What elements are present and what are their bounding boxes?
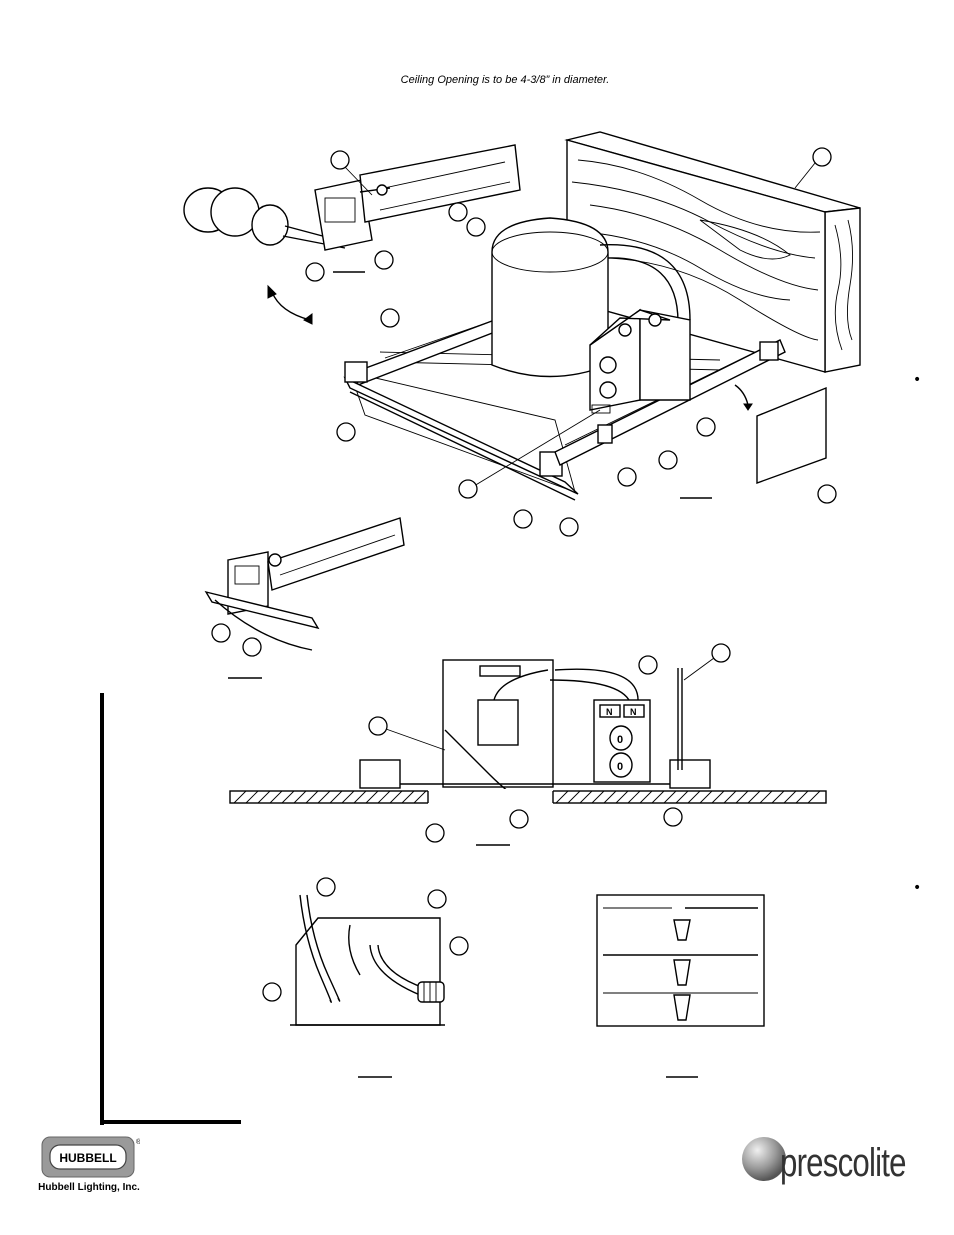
prescolite-logo: prescolite xyxy=(740,1125,940,1193)
callout-marker xyxy=(316,877,336,897)
knockout-label: 0 xyxy=(617,761,623,773)
callout-marker xyxy=(374,250,394,270)
callout-marker xyxy=(458,479,478,499)
n-label: N xyxy=(630,707,637,717)
hubbell-company-name: Hubbell Lighting, Inc. xyxy=(38,1182,140,1193)
bullet-marker: • xyxy=(913,372,922,388)
callout-marker xyxy=(638,655,658,675)
hubbell-badge-text: HUBBELL xyxy=(59,1151,116,1165)
callout-marker xyxy=(262,982,282,1002)
callout-marker xyxy=(663,807,683,827)
side-elevation: N N 0 0 xyxy=(229,659,827,846)
fixture-assembly xyxy=(343,217,827,501)
wire-nut-detail xyxy=(596,894,765,1078)
callout-marker xyxy=(448,202,468,222)
callout-marker xyxy=(812,147,832,167)
callout-marker xyxy=(509,809,529,829)
ceiling-opening-caption: Ceiling Opening is to be 4-3/8” in diame… xyxy=(400,74,610,86)
callout-marker xyxy=(336,422,356,442)
section-bracket xyxy=(100,693,104,1125)
callout-marker xyxy=(380,308,400,328)
callout-marker xyxy=(449,936,469,956)
callout-marker xyxy=(368,716,388,736)
callout-marker xyxy=(711,643,731,663)
callout-marker xyxy=(242,637,262,657)
callout-marker xyxy=(211,623,231,643)
callout-marker xyxy=(696,417,716,437)
callout-marker xyxy=(817,484,837,504)
callout-marker xyxy=(466,217,486,237)
section-bracket xyxy=(100,1120,241,1124)
screwdriver-detail xyxy=(183,144,521,325)
prescolite-sphere-icon xyxy=(742,1137,786,1181)
callout-marker xyxy=(617,467,637,487)
hubbell-logo: HUBBELL ® Hubbell Lighting, Inc. xyxy=(24,1135,154,1197)
n-label: N xyxy=(606,707,613,717)
callout-marker xyxy=(513,509,533,529)
callout-marker xyxy=(330,150,350,170)
callout-marker xyxy=(305,262,325,282)
callout-marker xyxy=(427,889,447,909)
registered-mark: ® xyxy=(136,1138,140,1146)
callout-marker xyxy=(559,517,579,537)
wood-joist xyxy=(564,131,861,373)
prescolite-wordmark: prescolite xyxy=(780,1141,907,1185)
callout-marker xyxy=(658,450,678,470)
bullet-marker: • xyxy=(913,880,922,896)
callout-marker xyxy=(425,823,445,843)
callout-markers xyxy=(211,147,837,1002)
tbar-detail xyxy=(204,517,405,679)
knockout-label: 0 xyxy=(617,734,623,746)
housing-wiring-detail xyxy=(290,894,445,1078)
